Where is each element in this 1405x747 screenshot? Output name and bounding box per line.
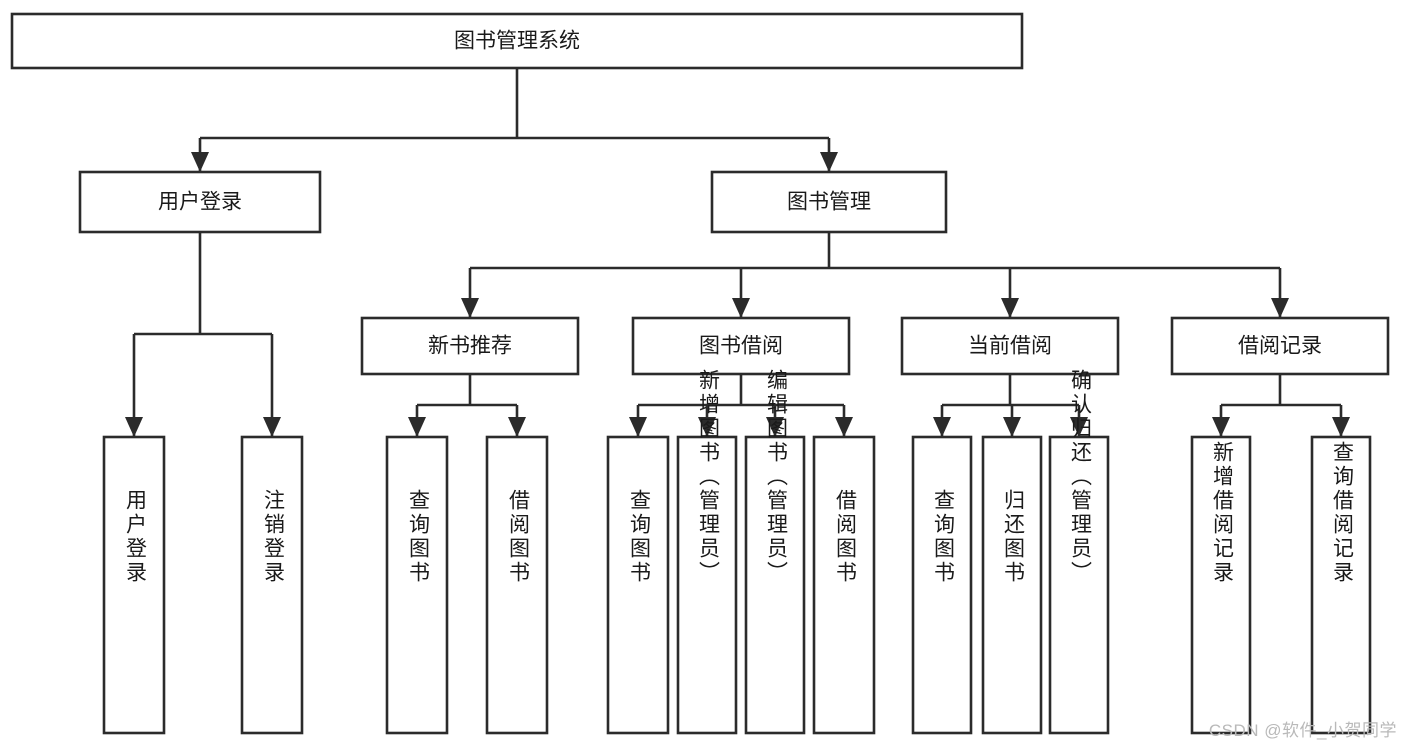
node-box-book-management (710, 170, 948, 234)
arrow-head-icon (835, 417, 853, 437)
node-label-borrow-borrow-book: 借阅图书 (833, 489, 857, 585)
node-borrow-add-book[interactable]: 新增图书（管理员） (676, 369, 738, 735)
node-box-user-login (78, 170, 322, 234)
arrow-head-icon (732, 298, 750, 318)
node-box-borrow-record (1170, 316, 1390, 376)
node-box-borrow-borrow-book (812, 435, 876, 735)
node-label-borrow-add-book: 新增图书（管理员） (696, 369, 720, 585)
node-record-add[interactable]: 新增借阅记录 (1190, 435, 1252, 735)
node-box-user-logout-leaf (240, 435, 304, 735)
node-label-recommend-borrow-book: 借阅图书 (506, 489, 530, 585)
node-box-borrow-add-book (676, 435, 738, 735)
node-current-query-book[interactable]: 查询图书 (911, 435, 973, 735)
connector-layer (125, 68, 1350, 437)
arrow-head-icon (629, 417, 647, 437)
arrow-head-icon (408, 417, 426, 437)
node-borrow-record[interactable]: 借阅记录 (1170, 316, 1390, 376)
node-user-login[interactable]: 用户登录 (78, 170, 322, 234)
node-box-root (10, 12, 1024, 70)
arrow-head-icon (461, 298, 479, 318)
node-root[interactable]: 图书管理系统 (10, 12, 1024, 70)
node-label-root: 图书管理系统 (454, 30, 580, 53)
node-label-borrow-edit-book: 编辑图书（管理员） (764, 369, 788, 585)
arrow-head-icon (191, 152, 209, 172)
arrow-head-icon (1003, 417, 1021, 437)
arrow-head-icon (1001, 298, 1019, 318)
node-label-book-borrow: 图书借阅 (699, 335, 783, 358)
node-label-borrow-record: 借阅记录 (1238, 335, 1322, 358)
node-label-record-add: 新增借阅记录 (1210, 441, 1234, 585)
node-box-recommend-borrow-book (485, 435, 549, 735)
node-box-user-login-leaf (102, 435, 166, 735)
node-user-logout-leaf[interactable]: 注销登录 (240, 435, 304, 735)
node-recommend-borrow-book[interactable]: 借阅图书 (485, 435, 549, 735)
node-label-recommend-query-book: 查询图书 (406, 489, 430, 585)
node-label-user-login: 用户登录 (158, 191, 242, 214)
node-box-recommend-query-book (385, 435, 449, 735)
node-box-current-confirm-return (1048, 435, 1110, 735)
node-label-current-return-book: 归还图书 (1001, 489, 1025, 585)
node-label-record-query: 查询借阅记录 (1330, 441, 1354, 585)
arrow-head-icon (766, 417, 784, 437)
node-box-book-borrow (631, 316, 851, 376)
node-current-confirm-return[interactable]: 确认归还（管理员） (1048, 369, 1110, 735)
arrow-head-icon (820, 152, 838, 172)
arrow-head-icon (125, 417, 143, 437)
node-book-borrow[interactable]: 图书借阅 (631, 316, 851, 376)
node-new-book-recommend[interactable]: 新书推荐 (360, 316, 580, 376)
node-box-borrow-query-book (606, 435, 670, 735)
node-box-new-book-recommend (360, 316, 580, 376)
node-box-current-borrow (900, 316, 1120, 376)
node-borrow-query-book[interactable]: 查询图书 (606, 435, 670, 735)
node-label-user-login-leaf: 用户登录 (123, 489, 147, 585)
node-label-current-query-book: 查询图书 (931, 489, 955, 585)
node-record-query[interactable]: 查询借阅记录 (1310, 435, 1372, 735)
node-borrow-edit-book[interactable]: 编辑图书（管理员） (744, 369, 806, 735)
node-box-record-add (1190, 435, 1252, 735)
node-book-management[interactable]: 图书管理 (710, 170, 948, 234)
node-label-book-management: 图书管理 (787, 191, 871, 214)
arrow-head-icon (508, 417, 526, 437)
node-label-new-book-recommend: 新书推荐 (428, 335, 512, 358)
arrow-head-icon (1070, 417, 1088, 437)
arrow-head-icon (698, 417, 716, 437)
node-label-user-logout-leaf: 注销登录 (261, 489, 285, 585)
node-box-borrow-edit-book (744, 435, 806, 735)
node-current-borrow[interactable]: 当前借阅 (900, 316, 1120, 376)
node-label-current-borrow: 当前借阅 (968, 335, 1052, 358)
node-current-return-book[interactable]: 归还图书 (981, 435, 1043, 735)
node-recommend-query-book[interactable]: 查询图书 (385, 435, 449, 735)
arrow-head-icon (1332, 417, 1350, 437)
node-user-login-leaf[interactable]: 用户登录 (102, 435, 166, 735)
arrow-head-icon (263, 417, 281, 437)
node-borrow-borrow-book[interactable]: 借阅图书 (812, 435, 876, 735)
arrow-head-icon (1271, 298, 1289, 318)
node-label-borrow-query-book: 查询图书 (627, 489, 651, 585)
node-box-current-return-book (981, 435, 1043, 735)
node-box-record-query (1310, 435, 1372, 735)
arrow-head-icon (1212, 417, 1230, 437)
node-layer: 图书管理系统用户登录用户登录注销登录图书管理新书推荐查询图书借阅图书图书借阅查询… (10, 12, 1390, 735)
arrow-head-icon (933, 417, 951, 437)
node-box-current-query-book (911, 435, 973, 735)
node-label-current-confirm-return: 确认归还（管理员） (1068, 369, 1092, 585)
